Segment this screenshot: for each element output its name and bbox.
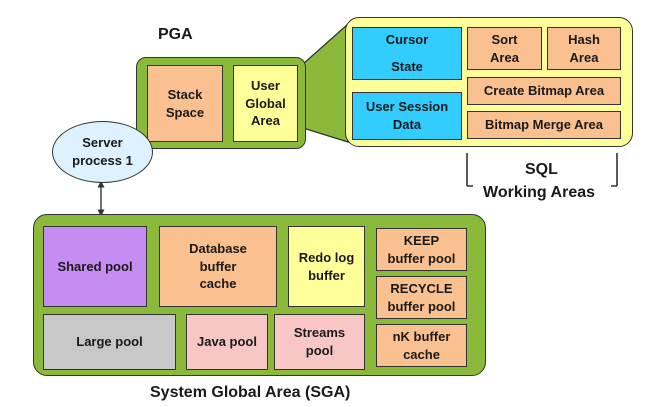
user-session-data-box: User Session Data	[352, 92, 462, 140]
streams-pool-box: Streams pool	[274, 314, 365, 370]
callout-wedge	[302, 22, 349, 143]
redo-log-buffer-box: Redo log buffer	[288, 226, 365, 307]
recycle-buffer-pool-box: RECYCLE buffer pool	[376, 276, 467, 319]
sql-label: SQL	[525, 161, 558, 178]
user-global-area-box: User Global Area	[233, 65, 298, 142]
pga-title: PGA	[158, 26, 193, 43]
server-process-ellipse: Server process 1	[52, 121, 153, 183]
server-process-label: Server process 1	[72, 135, 133, 168]
hash-area-box: Hash Area	[547, 27, 621, 70]
stack-space-box: Stack Space	[147, 65, 223, 142]
cursor-state-box: Cursor State	[352, 27, 462, 80]
sql-bracket	[466, 153, 618, 187]
sort-area-box: Sort Area	[467, 27, 542, 70]
create-bitmap-area-box: Create Bitmap Area	[467, 77, 621, 105]
shared-pool-box: Shared pool	[43, 226, 147, 307]
working-areas-label: Working Areas	[483, 184, 596, 201]
keep-buffer-pool-box: KEEP buffer pool	[376, 228, 467, 271]
database-buffer-cache-box: Database buffer cache	[159, 226, 277, 307]
java-pool-box: Java pool	[186, 314, 268, 370]
nk-buffer-cache-box: nK buffer cache	[376, 324, 467, 367]
bitmap-merge-area-box: Bitmap Merge Area	[467, 111, 621, 139]
large-pool-box: Large pool	[43, 314, 176, 370]
sga-title: System Global Area (SGA)	[150, 384, 351, 401]
